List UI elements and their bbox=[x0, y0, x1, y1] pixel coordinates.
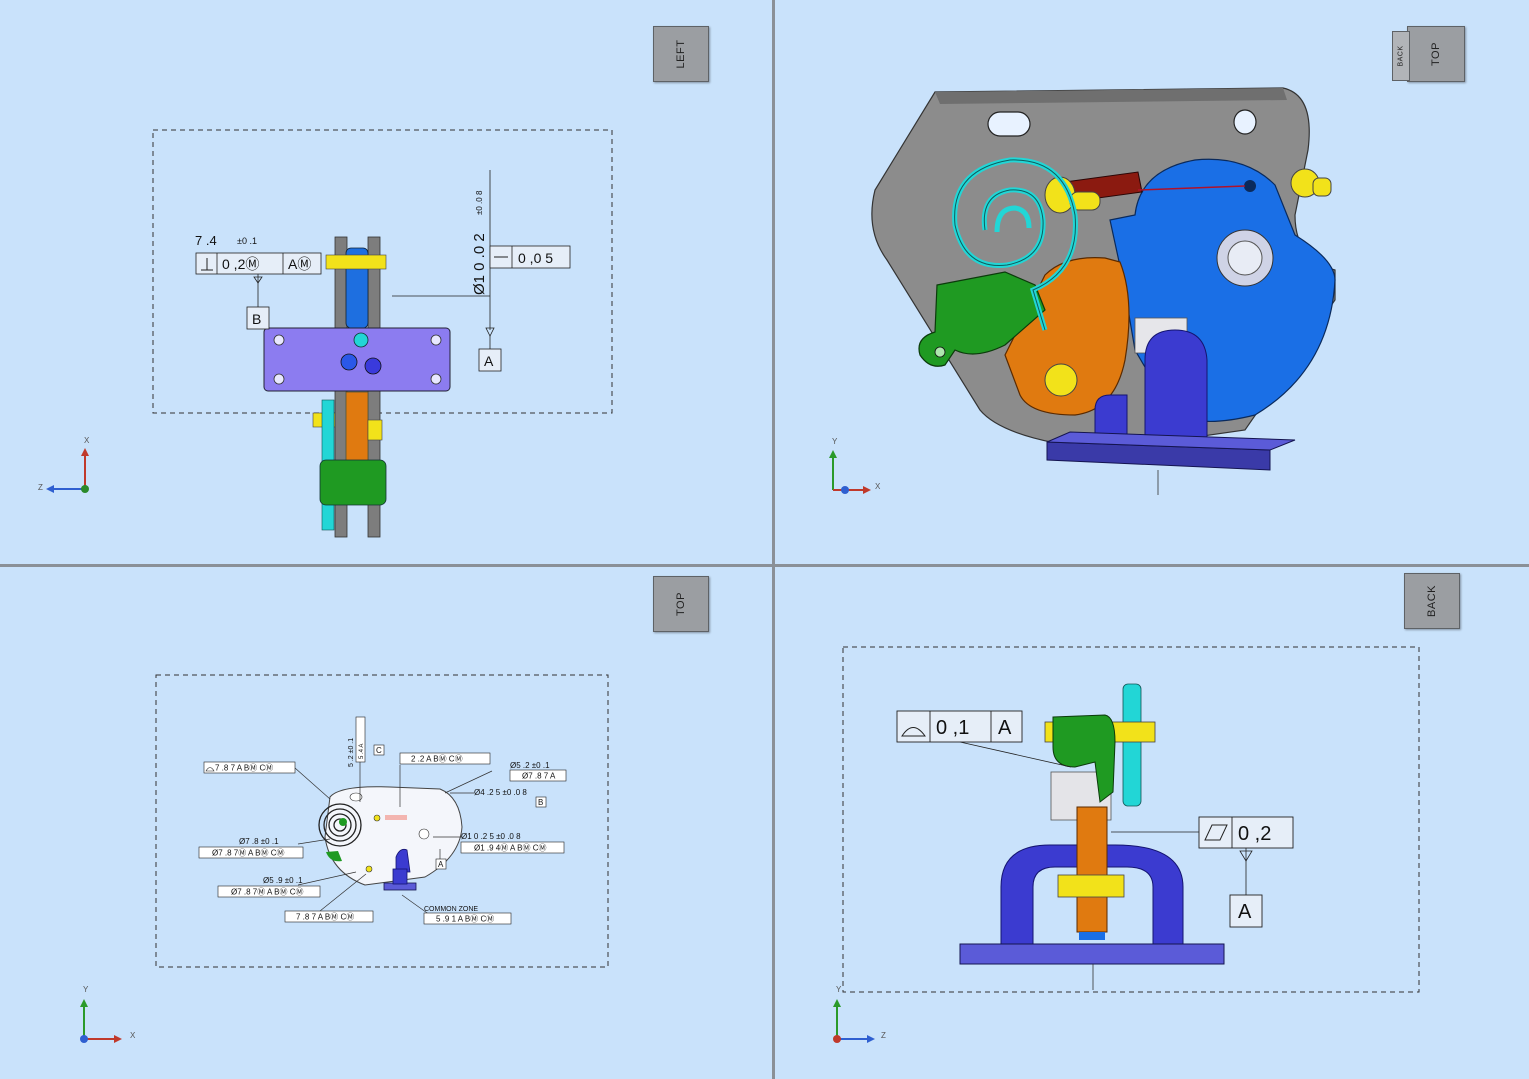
fcf-g: 7 .8 7 A BⓂ CⓂ bbox=[296, 913, 354, 922]
top-view-scene: 7 .8 7 A BⓂ CⓂ 5 .2 ±0 .1 5 .4 A C 2 .2 … bbox=[155, 674, 609, 968]
fcf-c: Ø7 .8 7 A bbox=[522, 772, 556, 781]
view-label: TOP bbox=[675, 592, 687, 616]
dim-diameter: Ø1 0 .0 2 bbox=[471, 233, 488, 295]
viewcube[interactable]: LEFT bbox=[653, 26, 709, 82]
dim-59: Ø5 .9 ±0 .1 bbox=[263, 876, 303, 885]
datum-a: A bbox=[484, 353, 494, 369]
datum-c: C bbox=[376, 746, 382, 755]
gdt-annotations-back: 0 ,1 A 0 ,2 A bbox=[896, 710, 1294, 928]
plate-part bbox=[324, 786, 463, 886]
viewcube[interactable]: TOP bbox=[653, 576, 709, 632]
datum-a: A bbox=[1238, 901, 1252, 923]
common-zone-label: COMMON ZONE bbox=[424, 906, 478, 913]
dim-1025: Ø1 0 .2 5 ±0 .0 8 bbox=[461, 832, 521, 841]
viewcube[interactable]: BACK TOP bbox=[1392, 26, 1465, 82]
viewport-iso[interactable]: BACK TOP Y X bbox=[775, 0, 1529, 564]
fcf-e: Ø1 .9 4Ⓜ A BⓂ CⓂ bbox=[474, 844, 546, 853]
annotation-plane-frame bbox=[842, 646, 1420, 993]
gdt-annotations-top: 7 .8 7 A BⓂ CⓂ 5 .2 ±0 .1 5 .4 A C 2 .2 … bbox=[198, 716, 567, 925]
view-side-label: BACK bbox=[1397, 45, 1405, 67]
viewport-top[interactable]: 7 .8 7 A BⓂ CⓂ 5 .2 ±0 .1 5 .4 A C 2 .2 … bbox=[0, 567, 772, 1079]
datum-b: B bbox=[538, 798, 543, 807]
dim-74: 7 .4 bbox=[195, 233, 217, 248]
axis-x-label: X bbox=[875, 482, 881, 491]
axis-y-label: Y bbox=[83, 985, 89, 994]
datum-a: A bbox=[438, 860, 444, 869]
dim-52: Ø5 .2 ±0 .1 bbox=[510, 761, 550, 770]
fcf1-datum: A bbox=[998, 717, 1012, 739]
axis-triad: Y X bbox=[80, 985, 136, 1043]
vertical-splitter[interactable] bbox=[772, 0, 775, 1079]
lever-part bbox=[1076, 806, 1108, 933]
spring-part bbox=[1122, 683, 1142, 807]
iso-view-scene bbox=[871, 87, 1336, 495]
fcf-h: 5 .9 1 A BⓂ CⓂ bbox=[436, 915, 494, 924]
axis-z-label: Z bbox=[38, 483, 43, 492]
viewport-back[interactable]: 0 ,1 A 0 ,2 A BACK Y Z bbox=[775, 567, 1529, 1079]
pin-part bbox=[367, 419, 383, 441]
arm-part bbox=[319, 459, 387, 506]
view-label: BACK bbox=[1426, 585, 1438, 617]
fcf-d: Ø7 .8 7Ⓜ A BⓂ CⓂ bbox=[212, 849, 284, 858]
spring-part bbox=[318, 803, 362, 847]
view-label: TOP bbox=[1430, 42, 1442, 66]
fcf-a: 7 .8 7 A BⓂ CⓂ bbox=[215, 764, 273, 773]
fcf-f: Ø7 .8 7Ⓜ A BⓂ CⓂ bbox=[231, 888, 303, 897]
dim-diameter-tol: ±0 .0 8 bbox=[475, 190, 484, 215]
arm-part bbox=[918, 271, 1046, 367]
fcf1-value: 0 ,1 bbox=[936, 717, 969, 739]
dim-78: Ø7 .8 ±0 .1 bbox=[239, 837, 279, 846]
arm-part bbox=[1052, 714, 1116, 803]
fcf-b: 2 .2 A BⓂ CⓂ bbox=[411, 755, 463, 764]
axis-x-label: X bbox=[130, 1031, 136, 1040]
dim-74-tol: ±0 .1 bbox=[237, 236, 257, 246]
axis-z-label: Z bbox=[881, 1031, 886, 1040]
annotation-plane-frame bbox=[155, 674, 609, 968]
viewport-left[interactable]: 7 .4 ±0 .1 0 ,2Ⓜ AⓂ B Ø1 0 .0 2 ±0 .0 8 … bbox=[0, 0, 772, 564]
horizontal-splitter[interactable] bbox=[0, 564, 1529, 567]
fcf2-value: 0 ,0 5 bbox=[518, 250, 553, 266]
axis-y-label: Y bbox=[836, 985, 842, 994]
gdt-annotations-left: 7 .4 ±0 .1 0 ,2Ⓜ AⓂ B Ø1 0 .0 2 ±0 .0 8 … bbox=[195, 170, 571, 372]
view-label: LEFT bbox=[675, 39, 687, 69]
axis-triad: Y X bbox=[829, 437, 881, 494]
fcf-datum: AⓂ bbox=[288, 256, 311, 272]
axis-triad: X Z bbox=[38, 436, 90, 493]
axis-x-label: X bbox=[84, 436, 90, 445]
dim-vertical: 5 .2 ±0 .1 bbox=[348, 738, 355, 767]
viewcube-side[interactable]: BACK bbox=[1392, 31, 1410, 81]
fcf-value: 0 ,2Ⓜ bbox=[222, 256, 259, 272]
axis-triad: Y Z bbox=[833, 985, 886, 1043]
lever-part bbox=[345, 391, 369, 463]
annotation-plane-frame bbox=[152, 129, 613, 414]
fcf-vertical: 5 .4 A bbox=[359, 744, 365, 759]
fcf2-value: 0 ,2 bbox=[1238, 823, 1271, 845]
pin-part bbox=[325, 254, 387, 270]
viewcube[interactable]: BACK bbox=[1404, 573, 1460, 629]
axis-y-label: Y bbox=[832, 437, 838, 446]
datum-b: B bbox=[252, 311, 261, 327]
left-view-scene: 7 .4 ±0 .1 0 ,2Ⓜ AⓂ B Ø1 0 .0 2 ±0 .0 8 … bbox=[152, 129, 613, 538]
back-view-scene: 0 ,1 A 0 ,2 A bbox=[842, 646, 1420, 993]
dim-425: Ø4 .2 5 ±0 .0 8 bbox=[474, 788, 527, 797]
